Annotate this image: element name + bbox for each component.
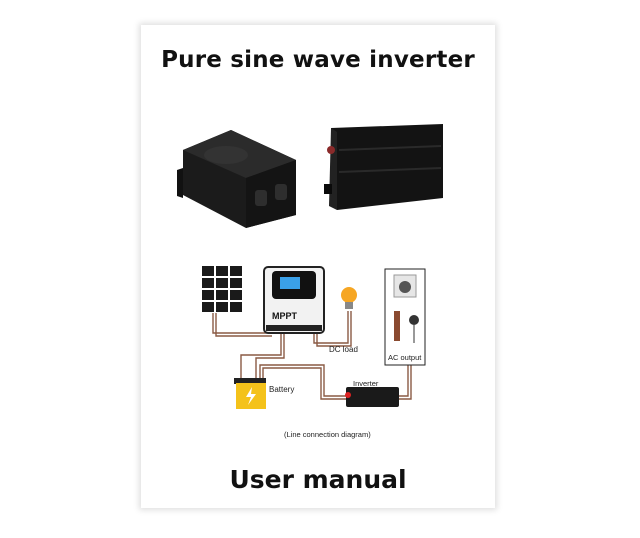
line-connection-diagram [201,265,426,409]
fan-icon [409,315,419,325]
ac-unit-icon [394,311,400,341]
mppt-controller-icon [263,266,325,334]
battery-icon [234,378,266,409]
dc-load-label: DC load [329,345,358,354]
diagram-caption: (Line connection diagram) [284,430,371,439]
document-subtitle: User manual [229,465,407,494]
inverter-icon [345,387,399,407]
light-bulb-icon [341,287,357,309]
inverter-side-photo [324,124,443,210]
mppt-label: MPPT [272,311,298,321]
ac-output-label: AC output [388,353,422,362]
inverter-label: Inverter [353,379,379,388]
battery-label: Battery [269,385,295,394]
manual-cover-page: Pure sine wave inverter [141,25,495,508]
ac-output-box [384,268,426,366]
product-photos [177,124,443,228]
inverter-front-photo [177,130,296,228]
solar-panel-icon [201,265,243,313]
document-title: Pure sine wave inverter [161,47,475,73]
